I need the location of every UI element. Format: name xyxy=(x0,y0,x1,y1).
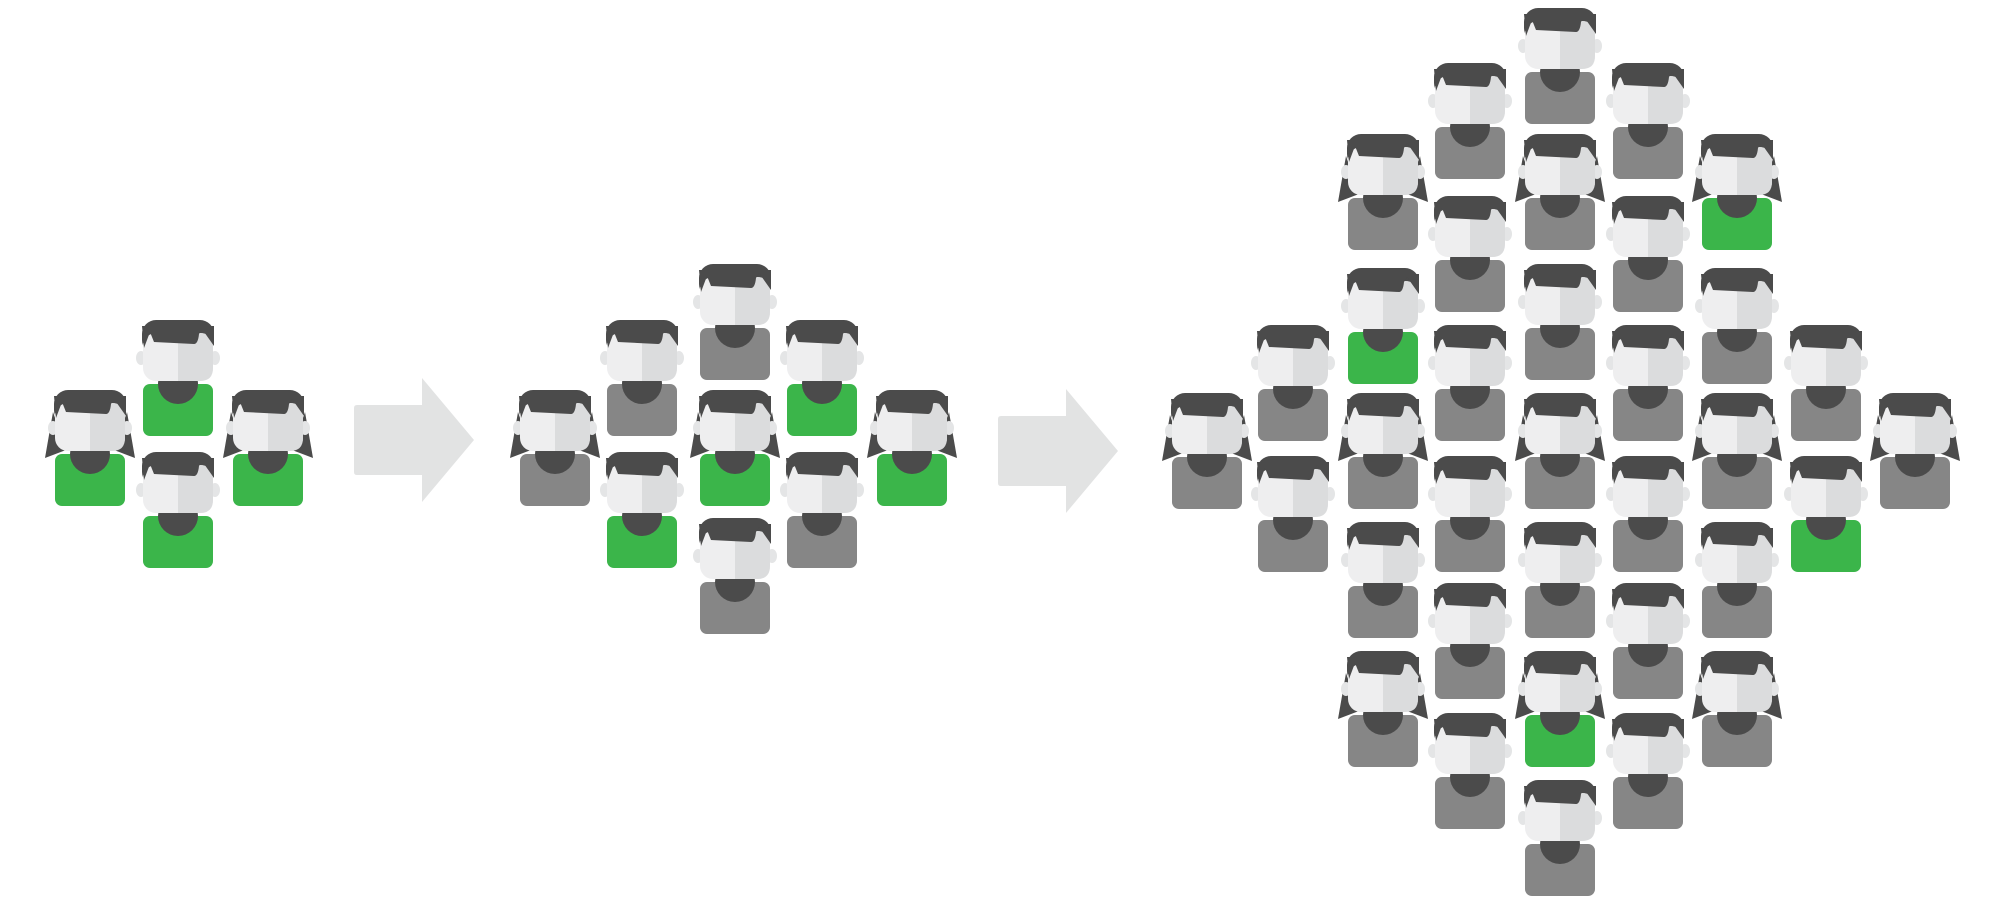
person-icon xyxy=(1428,583,1512,699)
person-icon xyxy=(1606,456,1690,572)
person-icon xyxy=(1251,325,1335,441)
person-icon xyxy=(1695,522,1779,638)
group-stage-3 xyxy=(1162,8,1960,896)
person-icon xyxy=(1784,456,1868,572)
person-icon xyxy=(510,390,600,506)
person-icon xyxy=(600,320,684,436)
person-icon xyxy=(136,320,220,436)
person-icon xyxy=(1870,393,1960,509)
person-icon xyxy=(223,390,313,506)
person-icon xyxy=(1606,63,1690,179)
person-icon xyxy=(1428,713,1512,829)
person-icon xyxy=(1338,393,1428,509)
person-icon xyxy=(1784,325,1868,441)
person-icon xyxy=(690,390,780,506)
person-icon xyxy=(1606,583,1690,699)
person-icon xyxy=(1428,196,1512,312)
person-icon xyxy=(45,390,135,506)
person-icon xyxy=(1338,651,1428,767)
person-icon xyxy=(1341,522,1425,638)
person-icon xyxy=(693,264,777,380)
group-stage-2 xyxy=(510,264,957,634)
person-icon xyxy=(1338,134,1428,250)
right-arrow-icon xyxy=(998,389,1118,513)
person-icon xyxy=(1341,268,1425,384)
person-icon xyxy=(867,390,957,506)
person-icon xyxy=(1606,713,1690,829)
person-icon xyxy=(1515,393,1605,509)
person-icon xyxy=(1428,325,1512,441)
person-icon xyxy=(1251,456,1335,572)
person-icon xyxy=(1518,8,1602,124)
person-icon xyxy=(1692,651,1782,767)
person-icon xyxy=(1518,522,1602,638)
person-icon xyxy=(1428,456,1512,572)
right-arrow-icon xyxy=(354,378,474,502)
group-stage-1 xyxy=(45,320,313,568)
person-icon xyxy=(1692,393,1782,509)
person-icon xyxy=(1518,264,1602,380)
person-icon xyxy=(1692,134,1782,250)
right-arrow-icon xyxy=(998,389,1118,513)
person-icon xyxy=(780,452,864,568)
person-icon xyxy=(136,452,220,568)
right-arrow-icon xyxy=(354,378,474,502)
person-icon xyxy=(1162,393,1252,509)
person-icon xyxy=(1515,651,1605,767)
person-icon xyxy=(600,452,684,568)
person-icon xyxy=(693,518,777,634)
person-icon xyxy=(1695,268,1779,384)
person-icon xyxy=(1515,134,1605,250)
person-icon xyxy=(1606,196,1690,312)
person-icon xyxy=(780,320,864,436)
person-icon xyxy=(1518,780,1602,896)
person-icon xyxy=(1428,63,1512,179)
person-icon xyxy=(1606,325,1690,441)
